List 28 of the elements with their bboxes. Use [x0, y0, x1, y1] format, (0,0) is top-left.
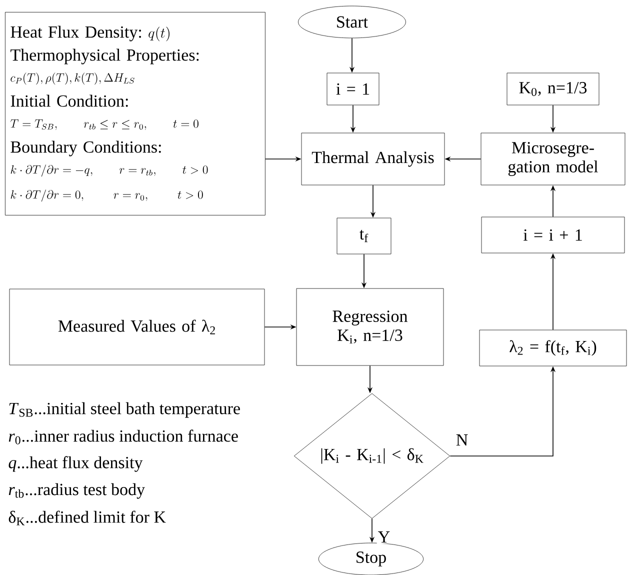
process-box: Regression K$_{i}$, n=1/3: [296, 288, 444, 366]
input-box: Measured Values of λ$_{2}$: [9, 288, 265, 366]
formula: $c_P(T), \rho(T), k(T), \Delta H_{LS}$: [10, 72, 134, 85]
process-box: i = 1: [326, 72, 380, 106]
definition-text: r$_{0}$...inner radius induction furnace: [8, 430, 238, 444]
stop-terminal: Stop: [318, 542, 424, 575]
heading: Initial Condition:: [10, 94, 128, 107]
edge-label: N: [456, 434, 468, 446]
definition-text: T$_{SB}$...initial steel bath temperature: [9, 402, 240, 418]
process-box: i = i + 1: [481, 216, 625, 254]
process-box: λ$_{2}$ = f(t$_{f}$, K$_{i}$): [479, 330, 627, 366]
process-box: Microsegre-gation model: [480, 132, 626, 186]
definition-text: r$_{tb}$...radius test body: [8, 483, 145, 499]
formula: $T = T_{SB}, \qquad r_{tb} \le r \le r_0, \qquad t = 0$: [10, 119, 198, 130]
input-box: [5, 12, 266, 216]
formula: $q(t)$: [148, 26, 170, 42]
process-box: t$_{f}$: [336, 218, 392, 254]
start-terminal: Start: [298, 6, 406, 38]
input-box: K$_{0}$, n=1/3: [506, 72, 600, 106]
process-box: Thermal Analysis: [301, 132, 445, 186]
formula: $k \cdot \partial T / \partial r = 0, \qquad\; r = r_0, \qquad\; t > 0$: [10, 190, 203, 202]
heading: Boundary Conditions:: [10, 140, 161, 156]
definition-text: δ$_{K}$...defined limit for K: [8, 510, 166, 526]
edge-label: Y: [378, 531, 390, 543]
formula: $k \cdot \partial T / \partial r = -q, \qquad r = r_{tb}, \qquad t > 0$: [10, 164, 208, 177]
heading: Heat Flux Density:: [10, 26, 142, 42]
heading: Thermophysical Properties:: [10, 48, 199, 64]
definition-text: q...heat flux density: [8, 456, 143, 472]
